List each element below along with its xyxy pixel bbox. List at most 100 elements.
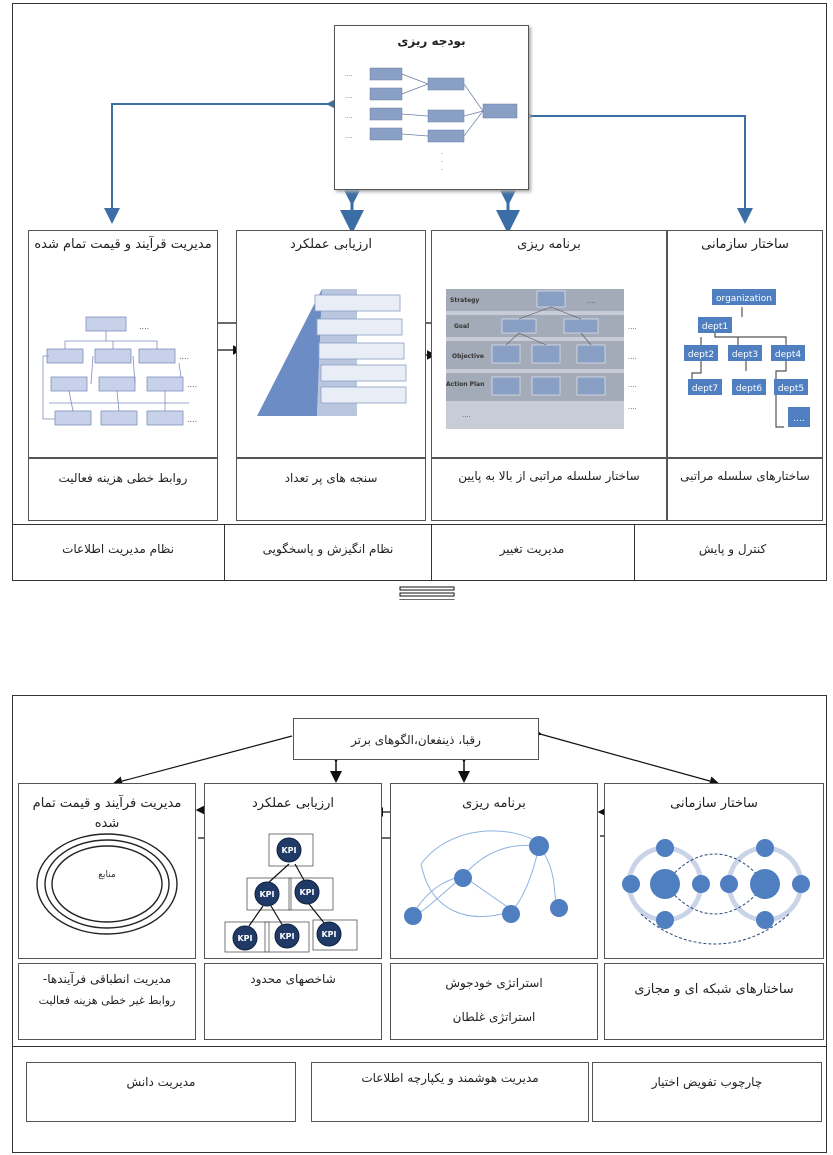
top-bottom-divider-3 [634, 524, 635, 581]
bottom-panel-org-title: ساختار سازمانی [670, 796, 758, 811]
top-caption-evaluation-text: سنجه های پر تعداد [284, 471, 378, 485]
svg-text:dept5: dept5 [778, 384, 804, 394]
org-chart-diagram: organization dept1 dept2 dept3 dept4 dep… [684, 289, 810, 428]
planning-diagram: Strategy Goal Objective Action Plan ....… [446, 289, 637, 429]
budget-box: بودجه ریزی ................ ... [334, 25, 529, 190]
bottom-panel-process-title: مدیریت فرآیند و قیمت تمام شده [32, 796, 182, 831]
ring-label: منابع [98, 870, 116, 880]
bottom-caption-evaluation-text: شاخصهای محدود [250, 972, 336, 986]
svg-text:....: .... [345, 93, 353, 100]
svg-text:....: .... [793, 414, 804, 424]
svg-text:.: . [441, 149, 443, 156]
top-caption-org-text: ساختارهای سلسله مراتبی [680, 469, 810, 483]
bottom-caption-evaluation: شاخصهای محدود [204, 963, 382, 1040]
bottom-caption-org: ساختارهای شبکه ای و مجازی [604, 963, 824, 1040]
svg-text:....: .... [345, 133, 353, 140]
bottom-panel-org: ساختار سازمانی [604, 783, 824, 959]
svg-text:KPI: KPI [299, 888, 314, 897]
svg-text:KPI: KPI [279, 932, 294, 941]
svg-text:.: . [441, 165, 443, 172]
svg-text:....: .... [187, 380, 197, 389]
svg-text:KPI: KPI [321, 930, 336, 939]
svg-text:....: .... [628, 403, 637, 411]
bottom-caption-process: مدیریت انطباقی فرآیندها- روابط غیر خطی ه… [18, 963, 196, 1040]
bottom-row-authority: چارچوب تفویض اختیار [592, 1062, 822, 1122]
top-row-change: مدیریت تغییر [499, 542, 565, 556]
svg-text:....: .... [345, 113, 353, 120]
stakeholders-box: رقبا، ذینفعان،الگوهای برتر [293, 718, 539, 760]
bottom-caption-process-1: مدیریت انطباقی فرآیندها- [42, 972, 172, 986]
top-row-info: نظام مدیریت اطلاعات [62, 542, 174, 556]
emergent-strategy-diagram [404, 830, 568, 925]
bottom-panel-planning: برنامه ریزی [390, 783, 598, 959]
top-caption-evaluation: سنجه های پر تعداد [236, 458, 426, 521]
org-node-root [712, 289, 776, 305]
bottom-row-info-text: مدیریت هوشمند و یکپارچه اطلاعات [361, 1071, 539, 1085]
svg-text:....: .... [139, 322, 149, 331]
bottom-caption-planning-1: استراتژی خودجوش [445, 976, 543, 990]
bottom-panel-evaluation: ارزیابی عملکرد KPI KPI KPI KPI KPI KPI [204, 783, 382, 959]
svg-text:dept2: dept2 [688, 350, 714, 360]
svg-text:....: .... [179, 352, 189, 361]
process-tree-diagram: ................ [42, 316, 197, 426]
transition-arrow [399, 586, 455, 600]
bottom-row-knowledge-text: مدیریت دانش [126, 1075, 196, 1089]
top-panel-org-title: ساختار سازمانی [701, 237, 789, 252]
plan-row-objective: Objective [452, 353, 484, 360]
top-bottom-divider-2 [431, 524, 432, 581]
plan-row-goal: Goal [454, 323, 469, 330]
svg-text:dept6: dept6 [736, 384, 762, 394]
svg-text:.: . [441, 157, 443, 164]
top-panel-evaluation: ارزیابی عملکرد [236, 230, 426, 458]
svg-text:dept4: dept4 [775, 350, 801, 360]
bottom-row-info: مدیریت هوشمند و یکپارچه اطلاعات [311, 1062, 589, 1122]
top-frame [12, 3, 827, 581]
network-diagram [622, 839, 810, 945]
arrow-budget-to-process [104, 96, 342, 224]
stakeholders-text: رقبا، ذینفعان،الگوهای برتر [351, 733, 481, 747]
arrow-budget-to-org [518, 108, 753, 224]
svg-text:dept3: dept3 [732, 350, 758, 360]
svg-text:dept7: dept7 [692, 384, 718, 394]
bottom-panel-process: مدیریت فرآیند و قیمت تمام شده منابع [18, 783, 196, 959]
budget-title: بودجه ریزی [397, 34, 466, 48]
top-panel-process: مدیریت قرآیند و قیمت تمام شده ..........… [28, 230, 218, 458]
svg-text:....: .... [462, 411, 471, 419]
bottom-row-knowledge: مدیریت دانش [26, 1062, 296, 1122]
svg-text:....: .... [628, 381, 637, 389]
top-panel-evaluation-title: ارزیابی عملکرد [289, 237, 373, 252]
bottom-caption-planning: استراتژی خودجوش استراتژی غلطان [390, 963, 598, 1040]
top-caption-process: روابط خطی هزینه فعالیت [28, 458, 218, 521]
svg-text:KPI: KPI [281, 846, 296, 855]
svg-text:....: .... [187, 415, 197, 424]
bottom-frame [12, 695, 827, 1153]
bottom-caption-planning-2: استراتژی غلطان [452, 1010, 536, 1024]
bottom-caption-org-text: ساختارهای شبکه ای و مجازی [634, 982, 794, 997]
bottom-panel-evaluation-title: ارزیابی عملکرد [251, 796, 335, 811]
svg-text:....: .... [628, 353, 637, 361]
budget-flow-diagram: ................ ... [345, 67, 518, 172]
svg-text:KPI: KPI [237, 934, 252, 943]
top-caption-planning: ساختار سلسله مراتبی از بالا به پایین [431, 458, 667, 521]
svg-text:KPI: KPI [259, 890, 274, 899]
top-panel-org: ساختار سازمانی organization dept1 dept2 … [667, 230, 823, 458]
top-bottom-divider-1 [224, 524, 225, 581]
svg-text:dept1: dept1 [702, 322, 728, 332]
top-caption-org: ساختارهای سلسله مراتبی [667, 458, 823, 521]
kpi-tree-diagram: KPI KPI KPI KPI KPI KPI [224, 833, 358, 953]
svg-text:....: .... [628, 323, 637, 331]
top-caption-process-text: روابط خطی هزینه فعالیت [58, 471, 188, 485]
bottom-row-divider [12, 1046, 827, 1047]
pyramid-diagram [257, 289, 407, 416]
top-row-control: کنترل و پایش [698, 542, 767, 556]
rings-diagram: منابع [36, 833, 178, 935]
top-panel-planning-title: برنامه ریزی [517, 237, 581, 252]
plan-row-strategy: Strategy [450, 297, 479, 304]
top-panel-planning: برنامه ریزی Strategy Goal Objective Acti… [431, 230, 667, 458]
svg-text:....: .... [587, 297, 596, 305]
svg-text:....: .... [345, 71, 353, 78]
plan-row-action: Action Plan [446, 381, 484, 388]
top-panel-process-title: مدیریت قرآیند و قیمت تمام شده [34, 237, 212, 252]
bottom-panel-planning-title: برنامه ریزی [462, 796, 526, 811]
org-root-label: organization [716, 294, 772, 304]
